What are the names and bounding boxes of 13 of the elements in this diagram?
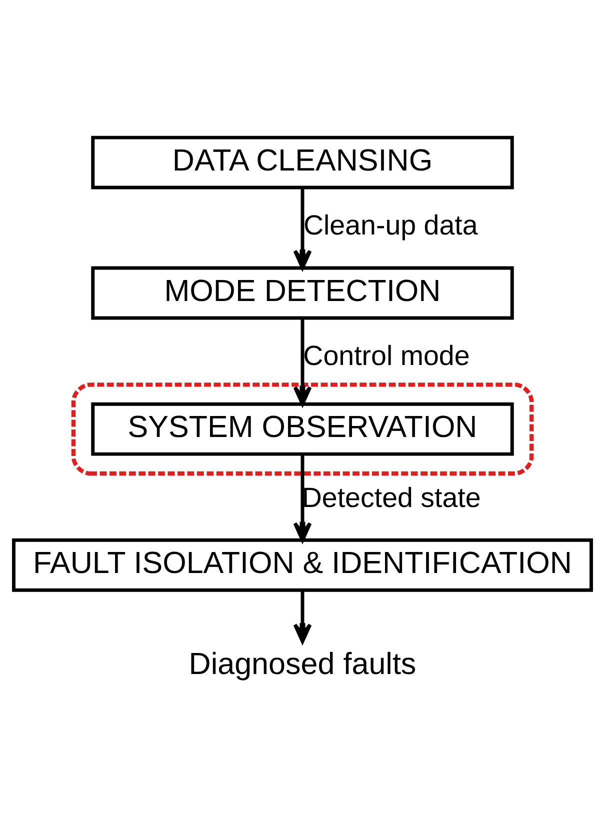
- edge-label: Detected state: [302, 482, 481, 513]
- arrow: [293, 454, 312, 542]
- arrow: [293, 590, 312, 644]
- arrow: [293, 318, 312, 406]
- node-box: FAULT ISOLATION & IDENTIFICATION: [12, 538, 593, 592]
- arrow: [293, 188, 312, 270]
- cluster: [71, 382, 534, 476]
- edge-label: Control mode: [303, 340, 470, 372]
- edge-label: Clean-up data: [303, 210, 478, 241]
- node-box: MODE DETECTION: [91, 266, 514, 320]
- node-box: SYSTEM OBSERVATION: [91, 402, 514, 456]
- node-text: Diagnosed faults: [188, 647, 416, 682]
- node-box: DATA CLEANSING: [91, 136, 514, 190]
